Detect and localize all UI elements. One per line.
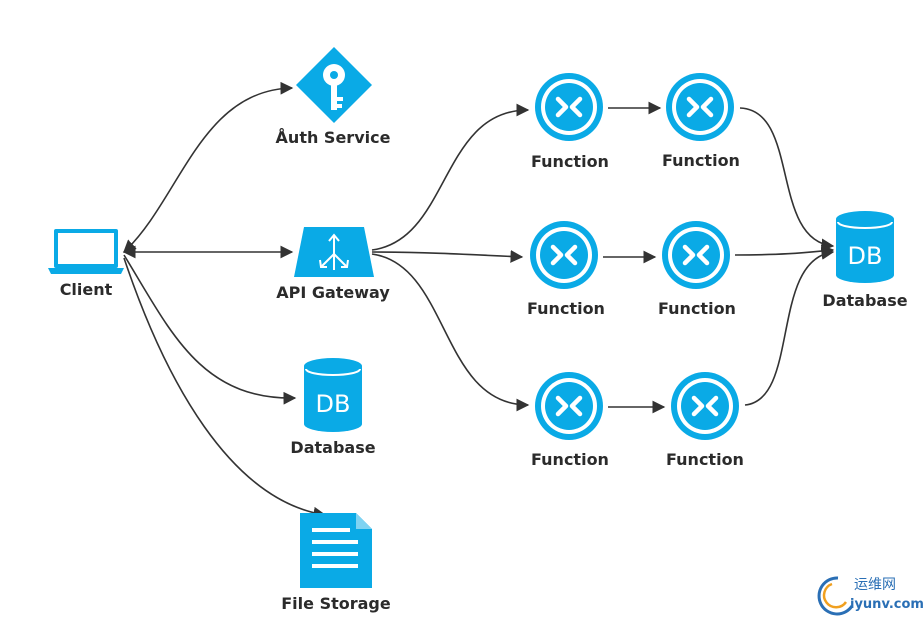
svg-text:DB: DB bbox=[848, 242, 883, 270]
edge-gateway-fn-bot bbox=[371, 253, 530, 412]
function-icon bbox=[530, 221, 598, 289]
database-icon: DB bbox=[304, 358, 362, 432]
function-icon bbox=[662, 221, 730, 289]
label-auth-service: Åuth Service bbox=[276, 128, 391, 147]
node-function-4: Function bbox=[658, 221, 736, 318]
node-database-right: DB Database bbox=[822, 211, 908, 310]
node-function-6: Function bbox=[666, 372, 744, 469]
watermark-logo-icon bbox=[817, 576, 854, 616]
label-client: Client bbox=[60, 280, 113, 299]
node-client: Client bbox=[48, 229, 124, 299]
label-function-5: Function bbox=[531, 450, 609, 469]
node-file-storage: File Storage bbox=[281, 513, 391, 613]
label-database-right: Database bbox=[822, 291, 907, 310]
node-auth-service: Åuth Service bbox=[276, 47, 391, 147]
watermark-line2: iyunv.com bbox=[850, 597, 924, 612]
label-function-6: Function bbox=[666, 450, 744, 469]
edge-fn6-db bbox=[744, 247, 835, 406]
label-database-left: Database bbox=[290, 438, 375, 457]
label-function-1: Function bbox=[531, 152, 609, 171]
svg-text:DB: DB bbox=[316, 390, 351, 418]
node-database-left: DB Database bbox=[290, 358, 376, 457]
label-function-4: Function bbox=[658, 299, 736, 318]
function-icon bbox=[535, 372, 603, 440]
function-icon bbox=[671, 372, 739, 440]
watermark-line1: 运维网 bbox=[854, 577, 896, 593]
label-file-storage: File Storage bbox=[281, 594, 391, 613]
watermark: 运维网 iyunv.com bbox=[817, 576, 924, 616]
api-gateway-icon bbox=[294, 227, 374, 277]
laptop-icon bbox=[48, 229, 124, 274]
label-function-3: Function bbox=[527, 299, 605, 318]
document-icon bbox=[300, 513, 372, 588]
edge-gateway-fn-mid bbox=[371, 250, 524, 263]
edge-client-database bbox=[123, 254, 297, 405]
label-api-gateway: API Gateway bbox=[276, 283, 390, 302]
edge-client-file-storage bbox=[123, 257, 327, 520]
node-function-2: Function bbox=[662, 73, 740, 170]
edge-fn4-db bbox=[734, 244, 835, 258]
function-icon bbox=[535, 73, 603, 141]
edge-gateway-fn-top bbox=[371, 103, 530, 251]
database-icon: DB bbox=[836, 211, 894, 283]
function-icon bbox=[666, 73, 734, 141]
edges bbox=[122, 81, 835, 520]
key-icon bbox=[296, 47, 372, 123]
node-api-gateway: API Gateway bbox=[276, 227, 390, 302]
edge-fn2-db bbox=[739, 107, 835, 252]
node-function-3: Function bbox=[527, 221, 605, 318]
label-function-2: Function bbox=[662, 151, 740, 170]
node-function-5: Function bbox=[531, 372, 609, 469]
edge-client-auth bbox=[123, 81, 294, 253]
node-function-1: Function bbox=[531, 73, 609, 171]
